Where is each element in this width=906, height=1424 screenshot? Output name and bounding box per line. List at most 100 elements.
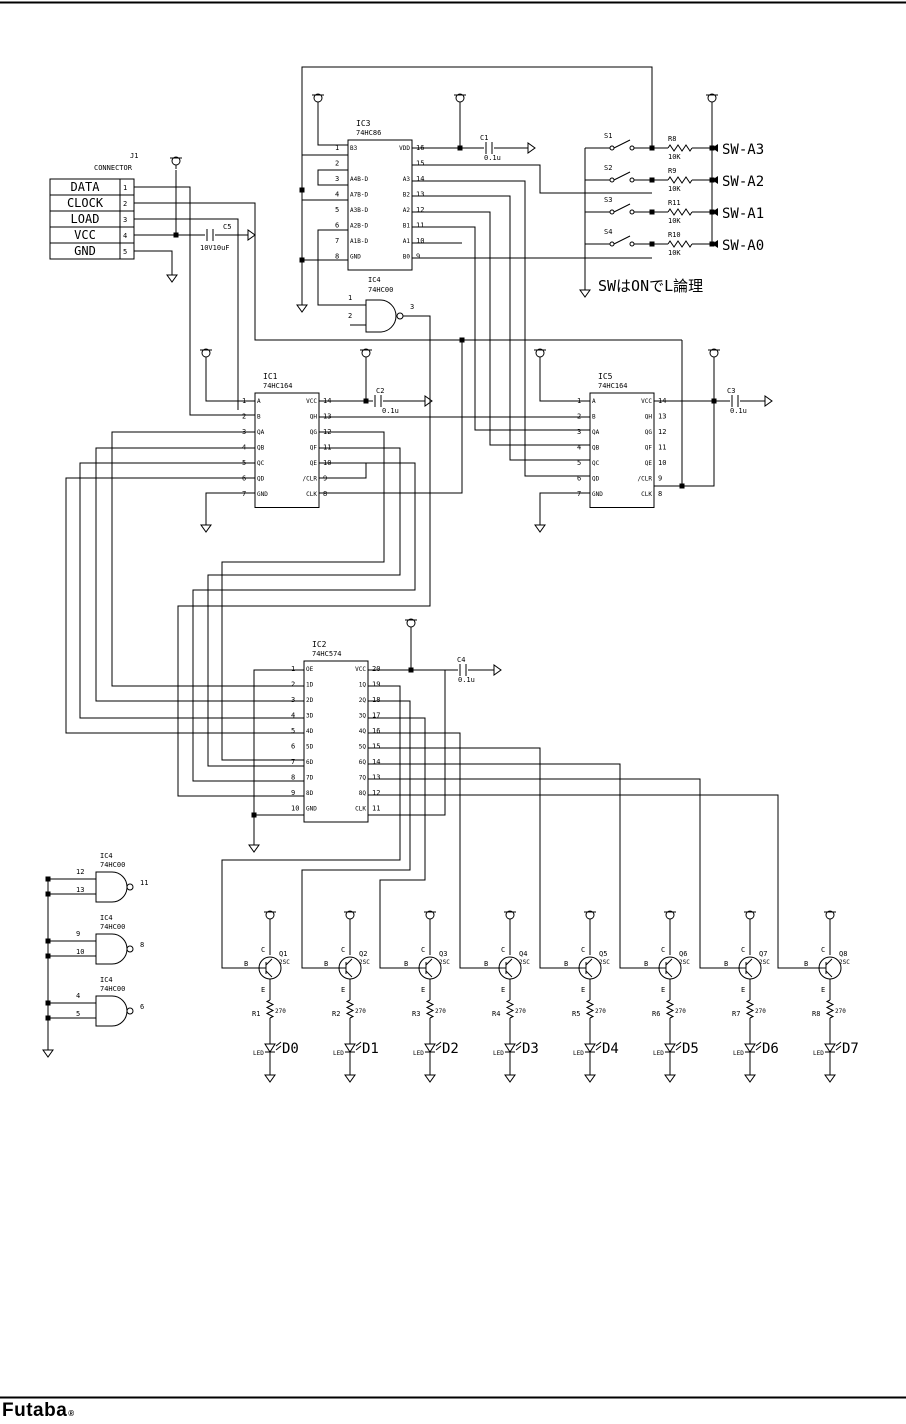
resistor-ref: R5 — [572, 1010, 580, 1018]
pin-number: 8 — [335, 253, 339, 261]
pin-number: 13 — [416, 191, 424, 199]
pin-number: 12 — [323, 428, 331, 436]
pin-number: 8 — [323, 490, 327, 498]
chip-part: 74HC164 — [598, 382, 628, 390]
pin-name: B2 — [403, 192, 411, 199]
junction-dot — [299, 257, 305, 263]
pin-number: 5 — [242, 459, 246, 467]
pin-number: 2 — [335, 160, 339, 168]
pin-number: 5 — [577, 459, 581, 467]
pin-name: CLK — [306, 491, 317, 498]
pin-number: 5 — [291, 727, 295, 735]
ground-symbol — [424, 395, 433, 407]
led-output-label: D4 — [602, 1041, 619, 1057]
collector-label: C — [741, 946, 745, 954]
ground-symbol — [744, 1074, 756, 1083]
pin-name: VCC — [355, 666, 366, 673]
led-symbol — [664, 1041, 682, 1053]
junction-dot — [408, 667, 414, 673]
pin-number: 10 — [291, 805, 299, 813]
chip-part: 74HC86 — [356, 129, 381, 137]
resistor-symbol — [667, 208, 693, 216]
pin-number: 1 — [242, 397, 246, 405]
registered-mark: ® — [68, 1409, 75, 1418]
led-output-label: D3 — [522, 1041, 539, 1057]
pin-number: 14 — [658, 397, 666, 405]
vcc-symbol — [454, 93, 466, 106]
chip-ref: IC2 — [312, 640, 327, 649]
chip-ref: IC3 — [356, 119, 371, 128]
pin-number: 9 — [323, 475, 327, 483]
transistor-ref: Q1 — [279, 950, 287, 958]
connector-pin-label: GND — [74, 244, 96, 258]
pin-name: QH — [310, 414, 318, 421]
collector-label: C — [821, 946, 825, 954]
pin-name: A1B-D — [350, 238, 368, 245]
pin-number: 13 — [76, 886, 84, 894]
pin-name: QE — [645, 460, 653, 467]
gate-ref: IC4 — [100, 914, 113, 922]
ground-symbol — [584, 1074, 596, 1083]
pin-name: A1 — [403, 238, 411, 245]
resistor-symbol — [585, 999, 595, 1019]
connector-pin-number: 2 — [123, 200, 127, 208]
pin-number: 17 — [372, 712, 380, 720]
ground-symbol — [534, 524, 546, 533]
pin-number: 5 — [76, 1010, 80, 1018]
pin-number: 11 — [372, 805, 380, 813]
ground-symbol — [42, 1049, 54, 1058]
resistor-symbol — [667, 240, 693, 248]
ground-symbol — [247, 229, 256, 241]
pin-number: 14 — [416, 175, 424, 183]
resistor-ref: R7 — [732, 1010, 740, 1018]
pin-name: GND — [350, 254, 361, 261]
base-label: B — [404, 960, 408, 968]
junction-dot — [45, 938, 51, 944]
chip-ref: IC5 — [598, 372, 613, 381]
resistor-symbol — [667, 176, 693, 184]
resistor-symbol — [667, 144, 693, 152]
connector-num-cell — [119, 242, 135, 260]
pin-number: 12 — [658, 428, 666, 436]
junction-dot — [45, 891, 51, 897]
emitter-label: E — [741, 986, 745, 994]
ground-symbol — [764, 395, 773, 407]
pin-number: 8 — [658, 490, 662, 498]
switch-ref: S1 — [604, 132, 612, 140]
pin-name: /CLR — [303, 476, 318, 483]
resistor-symbol — [345, 999, 355, 1019]
connector-pin-number: 4 — [123, 232, 127, 240]
brand-name: Futaba — [2, 1400, 68, 1421]
pin-name: /CLR — [638, 476, 653, 483]
pin-number: 6 — [291, 743, 295, 751]
emitter-label: E — [661, 986, 665, 994]
pin-name: B — [257, 414, 261, 421]
transistor-ref: Q8 — [839, 950, 847, 958]
ground-symbol — [504, 1074, 516, 1083]
vcc-symbol — [504, 910, 516, 923]
pin-name: QD — [592, 476, 600, 483]
transistor-part: 2SC — [279, 959, 290, 966]
junction-dot — [45, 953, 51, 959]
resistor-symbol — [825, 999, 835, 1019]
pin-number: 4 — [76, 992, 80, 1000]
pin-number: 20 — [372, 665, 380, 673]
resistor-ref: R2 — [332, 1010, 340, 1018]
transistor-part: 2SC — [759, 959, 770, 966]
transistor-part: 2SC — [679, 959, 690, 966]
led-symbol — [824, 1041, 842, 1053]
chip-ref: IC1 — [263, 372, 278, 381]
pin-number: 1 — [335, 144, 339, 152]
pin-number: 11 — [140, 879, 148, 887]
vcc-symbol — [344, 910, 356, 923]
switch-label: SW-A3 — [722, 142, 764, 158]
cap-value: 0.1u — [730, 407, 747, 415]
pin-name: A2B-D — [350, 223, 368, 230]
